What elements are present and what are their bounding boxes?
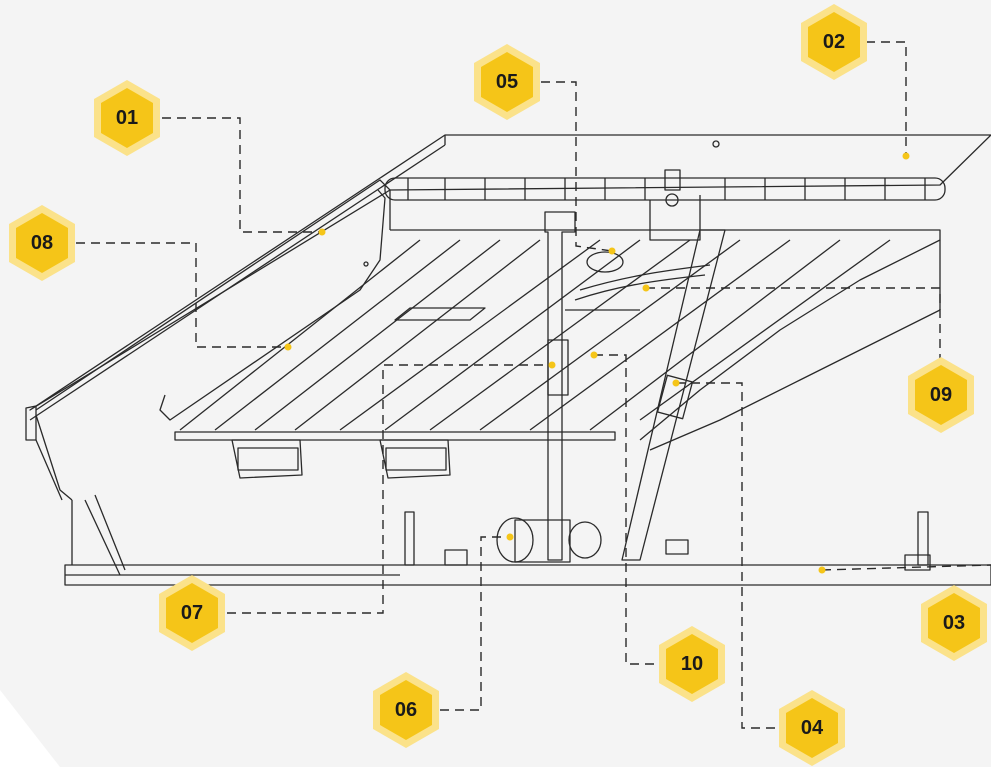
main-cylinder — [544, 211, 576, 561]
callout-06-label: 06 — [395, 699, 417, 721]
cross-bar — [174, 431, 616, 441]
base-left-strut2 — [94, 494, 126, 571]
foot-block-right — [904, 554, 931, 571]
front-lip — [25, 405, 37, 441]
hose-2 — [579, 264, 711, 291]
callout-09[interactable]: 09 — [908, 357, 974, 433]
lip-plate — [159, 189, 386, 421]
leader-08 — [76, 242, 288, 348]
callout-08[interactable]: 08 — [9, 205, 75, 281]
dot-06 — [506, 533, 514, 541]
dot-01 — [318, 228, 326, 236]
callout-04-label: 04 — [801, 717, 824, 739]
callout-04[interactable]: 04 — [779, 690, 845, 766]
pump-mount — [665, 539, 689, 555]
support-beams — [179, 239, 891, 431]
power-pack — [496, 517, 602, 563]
leader-04 — [676, 382, 778, 729]
deck-front-edge — [29, 144, 446, 421]
lip-brackets — [231, 439, 451, 479]
rear-beam — [390, 229, 941, 441]
leader-06 — [440, 536, 510, 711]
corner-shade — [0, 690, 60, 767]
side-skirt — [35, 179, 391, 411]
callout-07-label: 07 — [181, 602, 203, 624]
hinge-knuckles — [407, 178, 926, 200]
dock-leveler-drawing — [25, 134, 991, 586]
leader-01 — [162, 117, 322, 233]
dot-05 — [608, 247, 616, 255]
callout-01[interactable]: 01 — [94, 80, 160, 156]
leader-lines — [76, 41, 991, 729]
callout-03[interactable]: 03 — [921, 585, 987, 661]
rear-skirt — [649, 309, 941, 451]
dot-04 — [672, 379, 680, 387]
callout-10-label: 10 — [681, 653, 703, 675]
callout-06[interactable]: 06 — [373, 672, 439, 748]
leader-05 — [541, 81, 613, 252]
dot-09 — [642, 284, 650, 292]
anchor-dots — [284, 152, 910, 574]
leader-03 — [821, 564, 991, 571]
dot-07 — [548, 361, 556, 369]
callout-08-label: 08 — [31, 232, 53, 254]
base-left-strut — [84, 499, 121, 576]
leader-10 — [594, 354, 660, 665]
callout-10[interactable]: 10 — [659, 626, 725, 702]
callout-02-label: 02 — [823, 31, 845, 53]
lip-edge — [35, 439, 63, 501]
slot-plate — [394, 307, 486, 321]
leader-02 — [866, 41, 907, 156]
dot-02 — [902, 152, 910, 160]
callout-02[interactable]: 02 — [801, 4, 867, 80]
dot-10 — [590, 351, 598, 359]
dot-08 — [284, 343, 292, 351]
deck-bolt — [712, 140, 720, 148]
callout-05-label: 05 — [496, 71, 518, 93]
callout-05[interactable]: 05 — [474, 44, 540, 120]
foot-block — [444, 549, 468, 566]
leader-09 — [646, 287, 941, 368]
valve — [586, 251, 624, 273]
callout-09-label: 09 — [930, 384, 952, 406]
lip-lower — [35, 414, 73, 501]
lip-bolt — [363, 261, 369, 267]
lip-cylinder — [621, 229, 726, 561]
left-stop — [404, 511, 415, 566]
right-stop — [917, 511, 929, 566]
leader-07 — [227, 364, 552, 614]
callout-03-label: 03 — [943, 612, 965, 634]
callout-07[interactable]: 07 — [159, 575, 225, 651]
hinge-bracket — [649, 169, 701, 241]
deck-top-plate — [29, 134, 991, 411]
hose-1 — [574, 274, 706, 301]
dot-03 — [818, 566, 826, 574]
callout-01-label: 01 — [116, 107, 138, 129]
